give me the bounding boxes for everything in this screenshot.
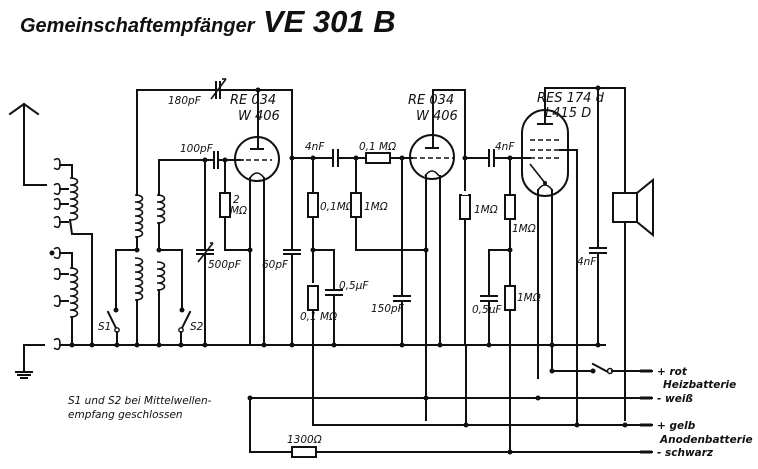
tube-2 bbox=[409, 89, 455, 421]
label-r-decouple: 0,1 MΩ bbox=[300, 311, 337, 323]
label-c-tune: 500pF bbox=[208, 259, 242, 271]
label-r-grid2-series: 0,1 MΩ bbox=[359, 141, 396, 153]
tube-2-type-b: W 406 bbox=[416, 109, 458, 124]
resistor-1mohm-anode2 bbox=[459, 194, 471, 220]
resistor-1mohm-bias bbox=[504, 285, 516, 311]
label-r-anode1: 0,1MΩ bbox=[320, 201, 354, 213]
tube-3-type-a: RES 174 d bbox=[537, 91, 605, 106]
tube-2-type-a: RE 034 bbox=[408, 93, 454, 108]
label-r-grid1-unit: MΩ bbox=[230, 205, 247, 217]
terminal-weiss: - weiß bbox=[657, 393, 693, 405]
note-line-1: S1 und S2 bei Mittelwellen- bbox=[68, 395, 212, 407]
label-c-grid1: 100pF bbox=[180, 143, 214, 155]
label-r-bias: 1MΩ bbox=[517, 292, 541, 304]
longwave-coil bbox=[49, 246, 79, 346]
loudspeaker-icon bbox=[612, 177, 654, 238]
switch-s2 bbox=[178, 307, 192, 346]
note-line-2: empfang geschlossen bbox=[68, 409, 183, 421]
resistor-2mohm bbox=[219, 192, 231, 218]
terminal-rot: + rot bbox=[657, 366, 688, 378]
terminal-gelb: + gelb bbox=[657, 420, 696, 432]
resistor-1300ohm bbox=[291, 446, 317, 458]
terminal-schwarz: - schwarz bbox=[657, 447, 714, 459]
resistor-0-1mohm-decouple bbox=[307, 285, 319, 311]
label-r-grid3: 1MΩ bbox=[512, 223, 536, 235]
tube-1-type-b: W 406 bbox=[238, 109, 280, 124]
terminal-anodenbatterie: Anodenbatterie bbox=[659, 434, 753, 446]
label-c-out: 4nF bbox=[577, 256, 597, 268]
label-c-coupling2: 4nF bbox=[495, 141, 515, 153]
resistor-1mohm-grid3 bbox=[504, 194, 516, 220]
label-c-150: 150pF bbox=[371, 303, 405, 315]
ground-icon bbox=[15, 337, 61, 379]
label-r-anode2: 1MΩ bbox=[474, 204, 498, 216]
label-r-grid2: 1MΩ bbox=[364, 201, 388, 213]
resistor-0-1mohm-series bbox=[365, 152, 391, 164]
terminal-heizbatterie: Heizbatterie bbox=[663, 379, 736, 391]
antenna-coil bbox=[53, 157, 93, 346]
label-s1: S1 bbox=[98, 321, 111, 333]
label-s2: S2 bbox=[190, 321, 204, 333]
label-r-1300: 1300Ω bbox=[287, 434, 322, 446]
resistor-1mohm-grid2 bbox=[350, 192, 362, 218]
label-c-decouple1: 0,5µF bbox=[339, 280, 369, 292]
tube-3-pentode bbox=[521, 87, 578, 399]
capacitor-180pf bbox=[210, 78, 227, 100]
tube-1 bbox=[234, 89, 280, 346]
label-r-grid1-top: 2 bbox=[233, 194, 240, 206]
resistor-0-1mohm-anode bbox=[307, 192, 319, 218]
antenna-icon bbox=[8, 102, 47, 186]
label-c-60: 60pF bbox=[262, 259, 289, 271]
label-c-coupling1: 4nF bbox=[305, 141, 325, 153]
label-c-decouple2: 0,5µF bbox=[472, 304, 502, 316]
diagram-title: Gemeinschaftempfänger VE 301 B bbox=[20, 4, 396, 40]
ground-rail-junctions bbox=[69, 342, 555, 348]
title-prefix: Gemeinschaftempfänger bbox=[20, 15, 255, 37]
tube-1-type-a: RE 034 bbox=[230, 93, 276, 108]
label-c-feedback: 180pF bbox=[168, 95, 202, 107]
tuning-coils bbox=[115, 89, 259, 346]
tube-3-type-b: L415 D bbox=[545, 106, 591, 121]
title-model: VE 301 B bbox=[262, 4, 396, 39]
